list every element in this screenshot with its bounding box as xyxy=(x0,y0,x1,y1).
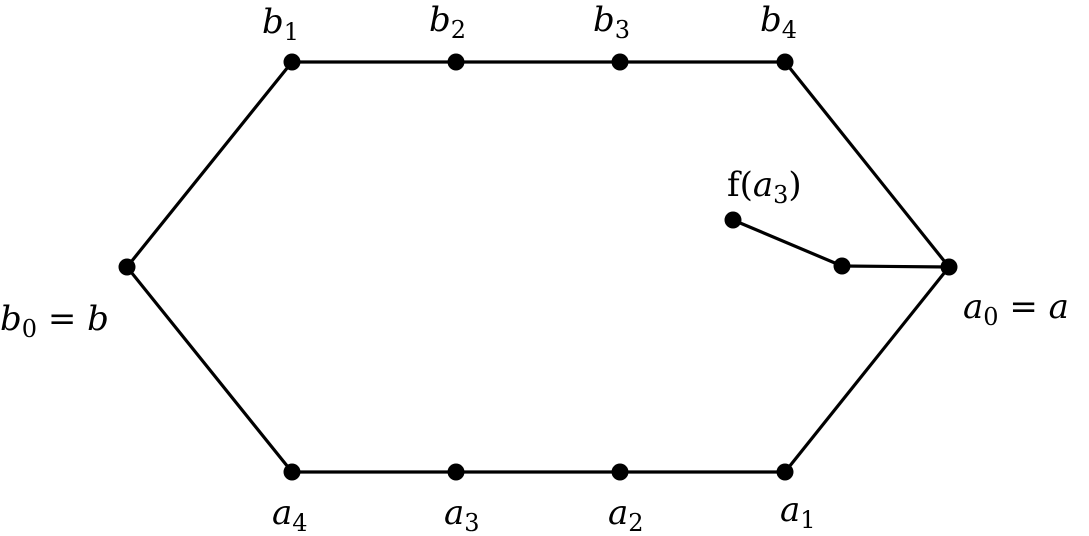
vertex-fa3 xyxy=(724,211,742,229)
vertex-a4 xyxy=(283,463,301,481)
graph-vertices xyxy=(118,53,958,481)
vertex-a0 xyxy=(940,258,958,276)
edge-m-fa3 xyxy=(731,218,844,268)
vertex-m xyxy=(833,257,851,275)
vertex-a2 xyxy=(611,463,629,481)
vertex-label-f-a3: f(a3) xyxy=(727,165,802,209)
edge-b0-b1 xyxy=(125,60,294,269)
vertex-label-b2: b2 xyxy=(429,0,466,44)
vertex-a1 xyxy=(776,463,794,481)
vertex-b3 xyxy=(611,53,629,71)
vertex-b4 xyxy=(776,53,794,71)
vertex-b1 xyxy=(283,53,301,71)
vertex-label-a1: a1 xyxy=(780,490,816,534)
vertex-b0 xyxy=(118,258,136,276)
graph-edges xyxy=(125,60,951,474)
vertex-a3 xyxy=(447,463,465,481)
edge-a4-b0 xyxy=(125,265,294,474)
edge-b4-a0 xyxy=(783,60,951,269)
vertex-label-a4: a4 xyxy=(272,493,308,536)
vertex-label-a3: a3 xyxy=(444,493,480,536)
vertex-label-a2: a2 xyxy=(608,493,644,536)
edge-a0-m xyxy=(840,264,951,269)
vertex-label-b0: b0 = b xyxy=(0,299,109,343)
edge-a0-a1 xyxy=(783,265,951,474)
vertex-b2 xyxy=(447,53,465,71)
vertex-label-b3: b3 xyxy=(593,0,630,44)
vertex-label-a0: a0 = a xyxy=(963,287,1069,331)
vertex-label-b4: b4 xyxy=(760,0,797,44)
vertex-label-b1: b1 xyxy=(262,2,299,46)
